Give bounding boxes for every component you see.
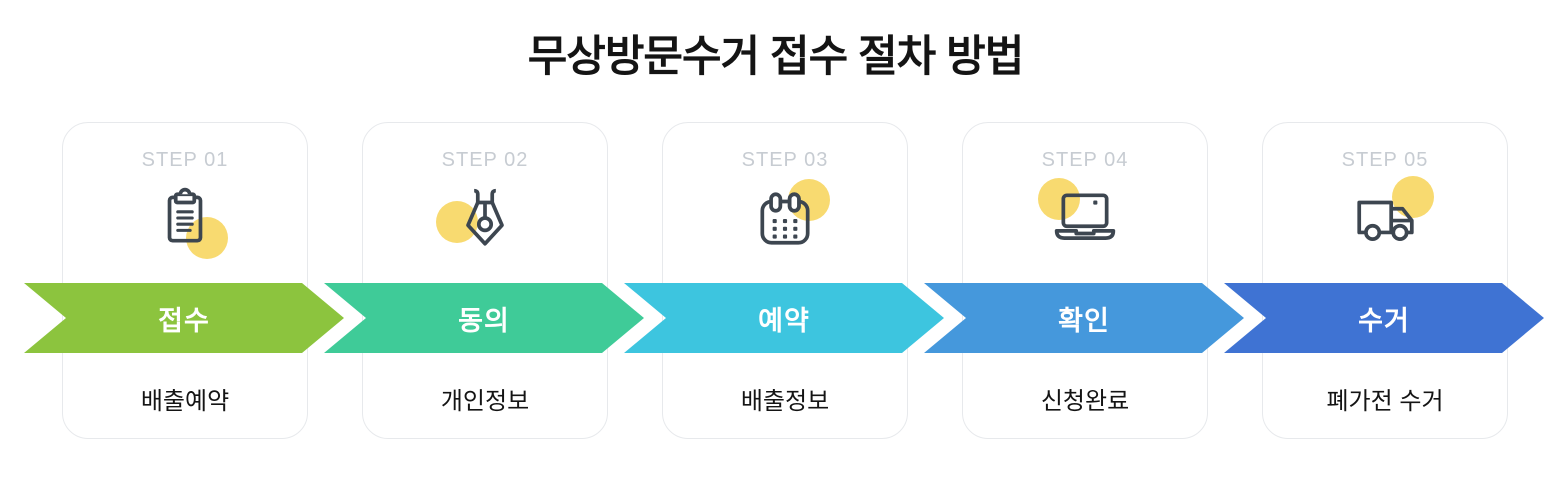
- step-number-label: STEP 02: [441, 149, 529, 171]
- step-number-label: STEP 03: [741, 149, 829, 171]
- flow-arrow-label: 확인: [1058, 305, 1110, 336]
- flow-arrow-label: 동의: [458, 305, 510, 336]
- page-title: 무상방문수거 접수 절차 방법: [527, 33, 1025, 81]
- step-number-label: STEP 01: [141, 149, 229, 171]
- pen-nib-icon: [466, 188, 504, 246]
- accent-circle: [1392, 176, 1434, 218]
- step-description: 신청완료: [1040, 388, 1130, 415]
- step-card-2: STEP 02 개인정보: [362, 122, 608, 439]
- flow-arrow-5: 수거: [1224, 283, 1544, 353]
- flow-arrow-2: 동의: [324, 283, 644, 353]
- step-description: 배출예약: [140, 388, 230, 415]
- step-description: 폐가전 수거: [1326, 388, 1444, 415]
- accent-circle: [1038, 178, 1080, 220]
- flow-arrow-label: 접수: [158, 305, 210, 336]
- step-card-3: STEP 03 배출정보: [662, 122, 908, 439]
- truck-icon: [1357, 200, 1414, 241]
- step-number-label: STEP 05: [1341, 149, 1429, 171]
- step-card-1: STEP 01 배출예약: [62, 122, 308, 439]
- step-icon-wrap: [748, 179, 830, 255]
- flow-arrow-4: 확인: [924, 283, 1244, 353]
- calendar-rings-overlay: [787, 192, 801, 213]
- flow-arrow-label: 예약: [758, 305, 810, 336]
- step-card-4: STEP 04 신청완료: [962, 122, 1208, 439]
- flow-arrow-3: 예약: [624, 283, 944, 353]
- step-icon-wrap: [1038, 178, 1122, 255]
- flow-arrow-1: 접수: [24, 283, 344, 353]
- step-description: 개인정보: [440, 388, 530, 415]
- step-description: 배출정보: [740, 388, 830, 415]
- clipboard-icon: [167, 187, 203, 243]
- step-icon-wrap: [436, 185, 522, 255]
- step-number-label: STEP 04: [1041, 149, 1129, 171]
- step-icon-wrap: [148, 185, 228, 259]
- step-card-5: STEP 05 폐가전 수거: [1262, 122, 1508, 439]
- laptop-icon: [1054, 193, 1116, 240]
- flow-arrow-label: 수거: [1358, 305, 1410, 336]
- step-icon-wrap: [1348, 176, 1434, 255]
